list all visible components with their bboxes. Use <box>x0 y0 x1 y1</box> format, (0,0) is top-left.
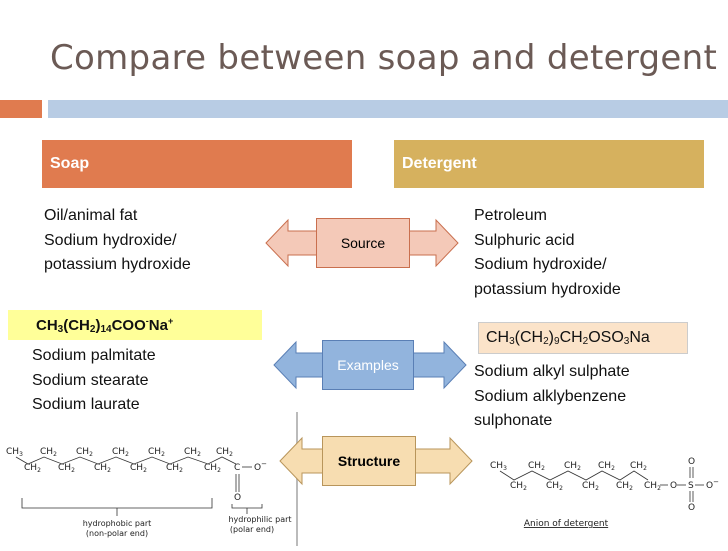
ch2-group-low: CH2 <box>166 463 183 474</box>
accent-bar-orange <box>0 100 42 118</box>
soap-source-list: Oil/animal fat Sodium hydroxide/ potassi… <box>44 204 191 278</box>
ch2-group-high: CH2 <box>40 447 57 458</box>
detergent-example-item: sulphonate <box>474 412 553 429</box>
sulfur-atom: S <box>688 481 694 491</box>
detergent-source-item: potassium hydroxide <box>474 280 621 298</box>
detergent-examples-list: Sodium alkyl sulphate Sodium alklybenzen… <box>474 360 630 434</box>
ch2-group-low: CH2 <box>616 481 633 492</box>
page-title: Compare between soap and detergent <box>50 38 718 78</box>
detergent-example-item: Sodium alkyl sulphate <box>474 363 630 380</box>
ch2-group-high: CH2 <box>598 461 615 472</box>
soap-formula: CH3(CH2)14COO-Na+ <box>8 310 262 340</box>
detergent-structure-caption: Anion of detergent <box>524 519 609 529</box>
top-oxygen: O <box>688 457 695 467</box>
ester-oxygen: O <box>670 481 677 491</box>
brace-lines <box>21 498 263 516</box>
hydrophilic-label: hydrophilic part <box>228 515 291 524</box>
bottom-oxygen: O <box>688 503 695 513</box>
soap-source-item: potassium hydroxide <box>44 256 191 273</box>
ch2-group-high: CH2 <box>216 447 233 458</box>
ch2-group-high: CH2 <box>112 447 129 458</box>
detergent-header: Detergent <box>394 140 704 188</box>
ch2-group-low: CH2 <box>204 463 221 474</box>
detergent-structure-diagram: CH3 CH2 CH2 CH2 CH2 CH2 CH2 CH2 CH2 CH2 … <box>474 430 728 546</box>
oxygen-minus: O− <box>706 478 719 491</box>
ch2-group-low: CH2 <box>130 463 147 474</box>
ch3-group: CH3 <box>490 461 507 472</box>
hydrophobic-sublabel: (non-polar end) <box>86 529 148 538</box>
soap-structure-svg: CH3 CH2 CH2 CH2 CH2 CH2 CH2 CH2 CH2 CH2 … <box>6 447 292 538</box>
accent-bar-blue <box>48 100 728 118</box>
chain-bonds <box>499 467 704 502</box>
ch2-group-high: CH2 <box>528 461 545 472</box>
ch2-group-high: CH2 <box>184 447 201 458</box>
hydrophilic-sublabel: (polar end) <box>230 525 274 534</box>
detergent-source-item: Sodium hydroxide/ <box>474 256 607 273</box>
soap-examples-list: Sodium palmitate Sodium stearate Sodium … <box>32 344 156 418</box>
ch3-group: CH3 <box>6 447 23 458</box>
ch2-group-low: CH2 <box>24 463 41 474</box>
soap-example-item: Sodium laurate <box>32 396 140 413</box>
ch2-group-high: CH2 <box>630 461 647 472</box>
ch2-group-low: CH2 <box>58 463 75 474</box>
ch2-group-low: CH2 <box>94 463 111 474</box>
chain-bonds <box>15 456 252 492</box>
ch2-group-low: CH2 <box>582 481 599 492</box>
structure-label: Structure <box>322 436 416 486</box>
ch2-group-low: CH2 <box>546 481 563 492</box>
detergent-ch2-chain: CH2 CH2 CH2 CH2 CH2 CH2 CH2 CH2 CH2 <box>510 461 661 492</box>
soap-source-item: Sodium hydroxide/ <box>44 231 177 249</box>
detergent-source-item: Petroleum <box>474 207 547 224</box>
examples-label: Examples <box>322 340 414 390</box>
ch2-group-high: CH2 <box>564 461 581 472</box>
oxygen-minus: O− <box>254 460 267 473</box>
detergent-source-item: Sulphuric acid <box>474 231 575 249</box>
double-bond-oxygen: O <box>234 493 241 503</box>
ch2-group-high: CH2 <box>148 447 165 458</box>
hydrophobic-label: hydrophobic part <box>83 519 152 528</box>
ch2-group-low: CH2 <box>644 481 661 492</box>
soap-structure-diagram: CH3 CH2 CH2 CH2 CH2 CH2 CH2 CH2 CH2 CH2 … <box>0 412 298 546</box>
detergent-formula: CH3(CH2)9CH2OSO3Na <box>478 322 688 354</box>
ch2-group-low: CH2 <box>510 481 527 492</box>
soap-example-item: Sodium stearate <box>32 371 149 389</box>
soap-ch2-chain: CH2 CH2 CH2 CH2 CH2 CH2 CH2 CH2 CH2 CH2 … <box>24 447 233 474</box>
source-label: Source <box>316 218 410 268</box>
soap-source-item: Oil/animal fat <box>44 207 138 224</box>
carboxyl-carbon: C <box>234 463 240 473</box>
detergent-example-item: Sodium alklybenzene <box>474 387 627 405</box>
soap-example-item: Sodium palmitate <box>32 347 156 364</box>
detergent-source-list: Petroleum Sulphuric acid Sodium hydroxid… <box>474 204 621 302</box>
detergent-structure-svg: CH3 CH2 CH2 CH2 CH2 CH2 CH2 CH2 CH2 CH2 … <box>490 457 719 529</box>
soap-header: Soap <box>42 140 352 188</box>
ch2-group-high: CH2 <box>76 447 93 458</box>
